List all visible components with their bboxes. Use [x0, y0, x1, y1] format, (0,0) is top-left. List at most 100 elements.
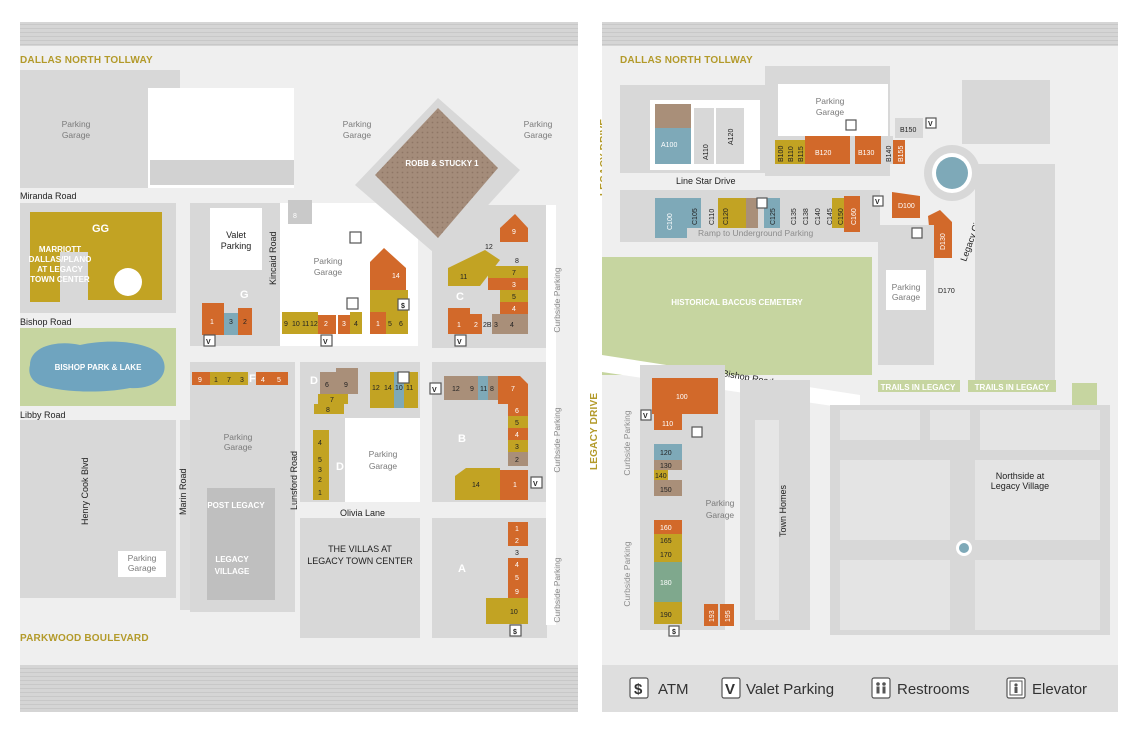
atm-icon[interactable]: [509, 624, 522, 637]
elevator-icon[interactable]: [756, 197, 768, 209]
cemetery[interactable]: [602, 257, 872, 375]
lbl-a-10: 10: [510, 609, 518, 616]
restrooms-icon[interactable]: [845, 119, 857, 131]
valet-icon[interactable]: [640, 409, 652, 421]
atm-icon[interactable]: [397, 298, 410, 311]
lbl-c-3: 3: [512, 282, 516, 289]
valet-icon[interactable]: [320, 334, 333, 347]
pg-rb-l1: Parking: [706, 498, 735, 508]
unit-g-1[interactable]: [202, 303, 224, 335]
lbl-f-4: 4: [261, 377, 265, 384]
valet-icon[interactable]: [429, 382, 442, 395]
curbside-r2: Curbside Parking: [622, 541, 632, 606]
lbl-d130: D130: [940, 233, 947, 250]
lbl-a-5: 5: [515, 575, 519, 582]
lbl-a110: A110: [703, 144, 710, 160]
valet-icon[interactable]: [530, 476, 543, 489]
marriott-gg: GG: [92, 223, 109, 235]
lbl-110: 110: [662, 421, 673, 428]
pg3-l1: Parking: [524, 119, 553, 129]
lbl-g-2: 2: [243, 319, 247, 326]
lbl-e-11: 11: [302, 321, 309, 328]
valet-icon[interactable]: [925, 117, 937, 129]
restrooms-icon[interactable]: [346, 297, 359, 310]
lbl-f-9: 9: [198, 377, 202, 384]
post-legacy-label: POST LEGACY: [207, 501, 265, 510]
parkwood-stripe: [20, 665, 578, 712]
lbl-c-11: 11: [460, 274, 467, 281]
lbl-f-7: 7: [227, 377, 231, 384]
zone-f-units: 9 1 7 3 F 4 5: [192, 372, 288, 385]
ramp-underground: Ramp to Underground Parking: [698, 228, 814, 238]
bishop-park-label: BISHOP PARK & LAKE: [55, 363, 142, 372]
zone-label-d-top: D: [310, 375, 318, 387]
elevator-icon[interactable]: [911, 227, 923, 239]
valet-icon[interactable]: [454, 334, 467, 347]
valet-icon[interactable]: [203, 334, 216, 347]
lbl-a100: A100: [661, 142, 677, 149]
unit-g-3[interactable]: [224, 313, 238, 335]
zone-label-a: A: [458, 563, 466, 575]
unit-g-2[interactable]: [238, 308, 252, 335]
lbl-160: 160: [660, 525, 672, 532]
atm-icon[interactable]: [668, 625, 680, 637]
lbl-dl-2: 2: [318, 477, 322, 484]
lbl-c100: C100: [667, 213, 674, 230]
lbl-d-8: 8: [326, 407, 330, 414]
lbl-c105: C105: [692, 208, 699, 225]
lbl-d-14: 14: [384, 385, 392, 392]
zone-d-left-units: 4 5 3 2 1 D: [313, 430, 344, 500]
olivia-lane: Olivia Lane: [340, 508, 385, 518]
elevator-icon[interactable]: [691, 426, 703, 438]
svg-text:V: V: [725, 681, 735, 698]
lbl-c-4b: 4: [510, 322, 514, 329]
pg-rt-l1: Parking: [816, 96, 845, 106]
marriott-l2: DALLAS/PLANO: [29, 255, 92, 264]
lbl-b150: B150: [900, 127, 916, 134]
lbl-165: 165: [660, 538, 672, 545]
lbl-e-8: 8: [293, 213, 297, 220]
trails-1[interactable]: [878, 380, 960, 392]
lbl-b-6: 6: [515, 408, 519, 415]
valet-icon[interactable]: [872, 195, 884, 207]
northside-l1: Northside at: [996, 471, 1045, 481]
lbl-d100: D100: [898, 203, 915, 210]
lbl-e-4: 4: [354, 321, 358, 328]
lbl-c-9: 9: [512, 229, 516, 236]
left-panel: DALLAS NORTH TOLLWAY PARKWOOD BOULEVARD …: [20, 22, 610, 712]
villas-l2: LEGACY TOWN CENTER: [307, 556, 413, 566]
svg-text:V: V: [643, 413, 648, 420]
lake: [29, 341, 165, 392]
cemetery-label: HISTORICAL BACCUS CEMETERY: [671, 298, 803, 307]
lbl-b-14: 14: [472, 482, 480, 489]
lbl-e-10: 10: [292, 321, 300, 328]
elevator-icon[interactable]: [349, 231, 362, 244]
pg-d-l1: Parking: [369, 449, 398, 459]
curbside-r1: Curbside Parking: [622, 410, 632, 475]
elevator-icon[interactable]: [397, 371, 410, 384]
lbl-b-3: 3: [515, 444, 519, 451]
svg-text:$: $: [401, 303, 405, 310]
lbl-b110: B110: [788, 146, 795, 162]
zone-b-units: 12 9 11 8 7 6 5 4 3 2 14 1 B: [444, 376, 528, 500]
curbside-2: Curbside Parking: [552, 407, 562, 472]
lbl-c125: C125: [770, 208, 777, 225]
lbl-b-9: 9: [470, 386, 474, 393]
lbl-b130: B130: [858, 150, 874, 157]
lbl-a-3: 3: [515, 550, 519, 557]
robb-stucky-building[interactable]: [375, 108, 498, 238]
trails-2-label: TRAILS IN LEGACY: [975, 383, 1050, 392]
trails-2[interactable]: [968, 380, 1056, 392]
svg-text:V: V: [206, 339, 211, 346]
pg2-l2: Garage: [343, 130, 372, 140]
post-legacy-building[interactable]: [207, 488, 275, 600]
svg-text:V: V: [457, 339, 462, 346]
pg1-l1: Parking: [62, 119, 91, 129]
pg2-l1: Parking: [343, 119, 372, 129]
svg-text:V: V: [323, 339, 328, 346]
valet-l1: Valet: [226, 230, 246, 240]
marriott-l1: MARRIOTT: [39, 245, 81, 254]
lbl-a-9: 9: [515, 589, 519, 596]
lbl-d-11: 11: [406, 385, 413, 392]
lbl-dl-3: 3: [318, 467, 322, 474]
